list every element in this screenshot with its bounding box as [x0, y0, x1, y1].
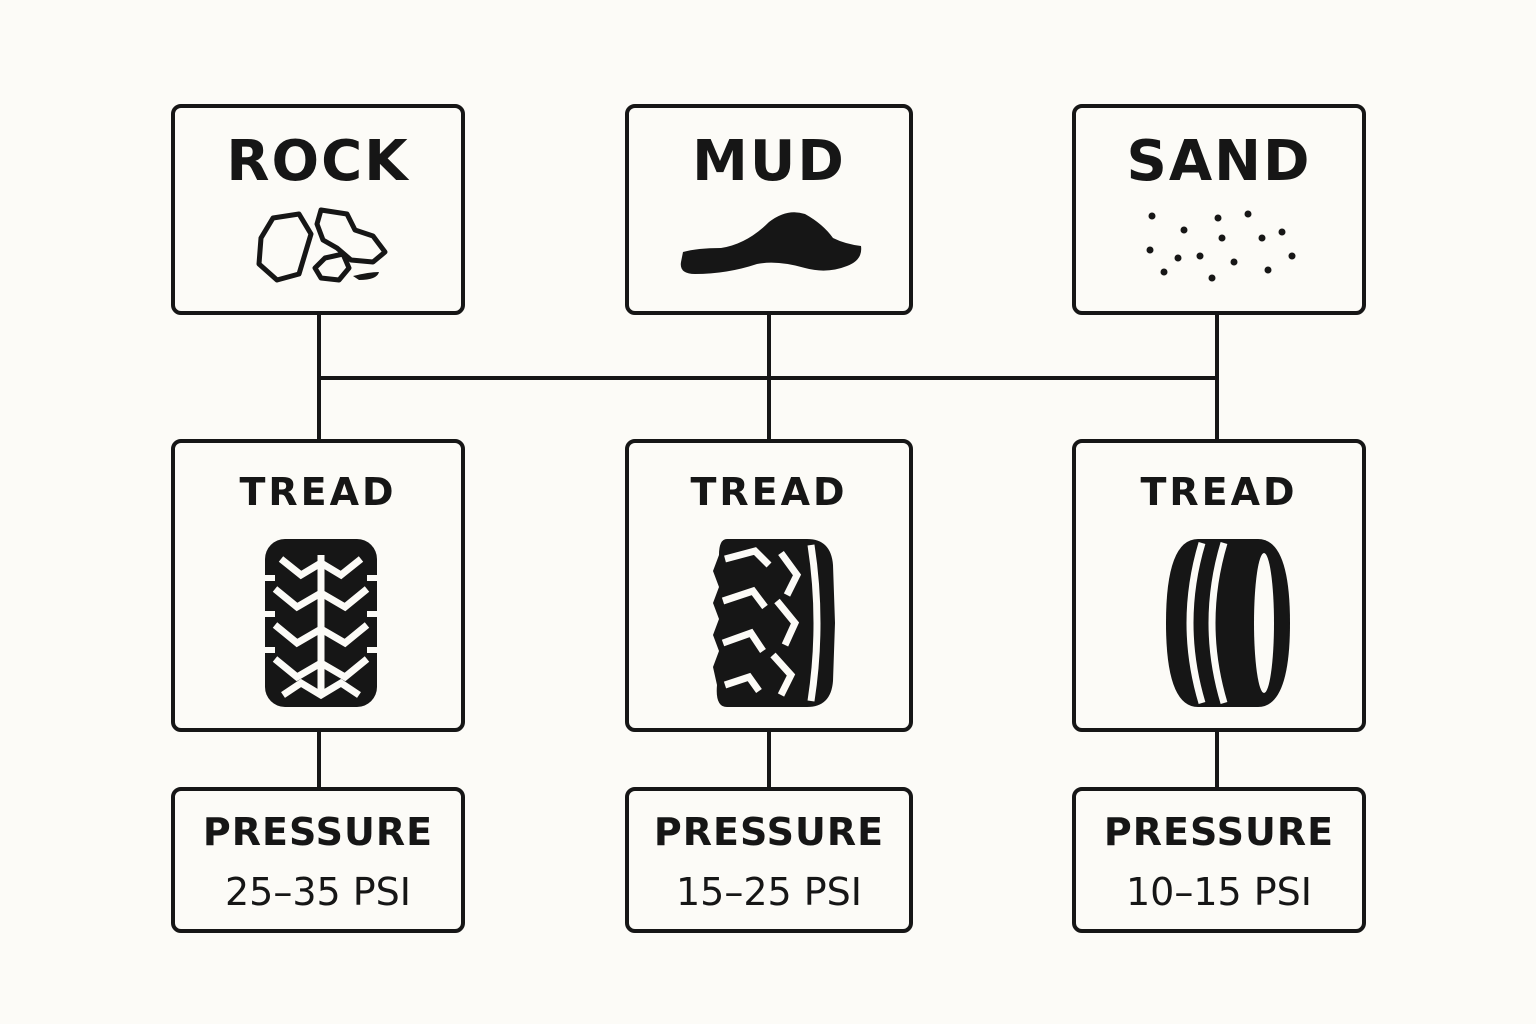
terrain-box-mud: MUD: [625, 104, 913, 315]
tread-box-rock: TREAD: [171, 439, 465, 732]
tread-label-rock: TREAD: [239, 470, 397, 514]
tread-box-sand: TREAD: [1072, 439, 1366, 732]
terrain-label-sand: SAND: [1126, 129, 1312, 194]
terrain-label-mud: MUD: [692, 129, 846, 194]
mud-icon: [680, 212, 862, 274]
pressure-value-sand: 10–15 PSI: [1125, 870, 1313, 914]
tread-label-mud: TREAD: [690, 470, 848, 514]
pressure-box-sand: PRESSURE 10–15 PSI: [1072, 787, 1366, 933]
pressure-value-rock: 25–35 PSI: [224, 870, 412, 914]
terrain-label-rock: ROCK: [226, 129, 410, 194]
pressure-box-mud: PRESSURE 15–25 PSI: [625, 787, 913, 933]
pressure-label-sand: PRESSURE: [1103, 810, 1335, 854]
tread-box-mud: TREAD: [625, 439, 913, 732]
pressure-label-rock: PRESSURE: [202, 810, 434, 854]
rock-tread-tire-icon: [265, 539, 377, 707]
tread-label-sand: TREAD: [1140, 470, 1298, 514]
pressure-box-rock: PRESSURE 25–35 PSI: [171, 787, 465, 933]
terrain-box-rock: ROCK: [171, 104, 465, 315]
pressure-value-mud: 15–25 PSI: [675, 870, 863, 914]
sand-icon: [1146, 210, 1296, 282]
rock-icon: [256, 207, 388, 283]
sand-tread-tire-icon: [1166, 539, 1290, 707]
mud-tread-tire-icon: [713, 539, 835, 707]
terrain-box-sand: SAND: [1072, 104, 1366, 315]
pressure-label-mud: PRESSURE: [653, 810, 885, 854]
